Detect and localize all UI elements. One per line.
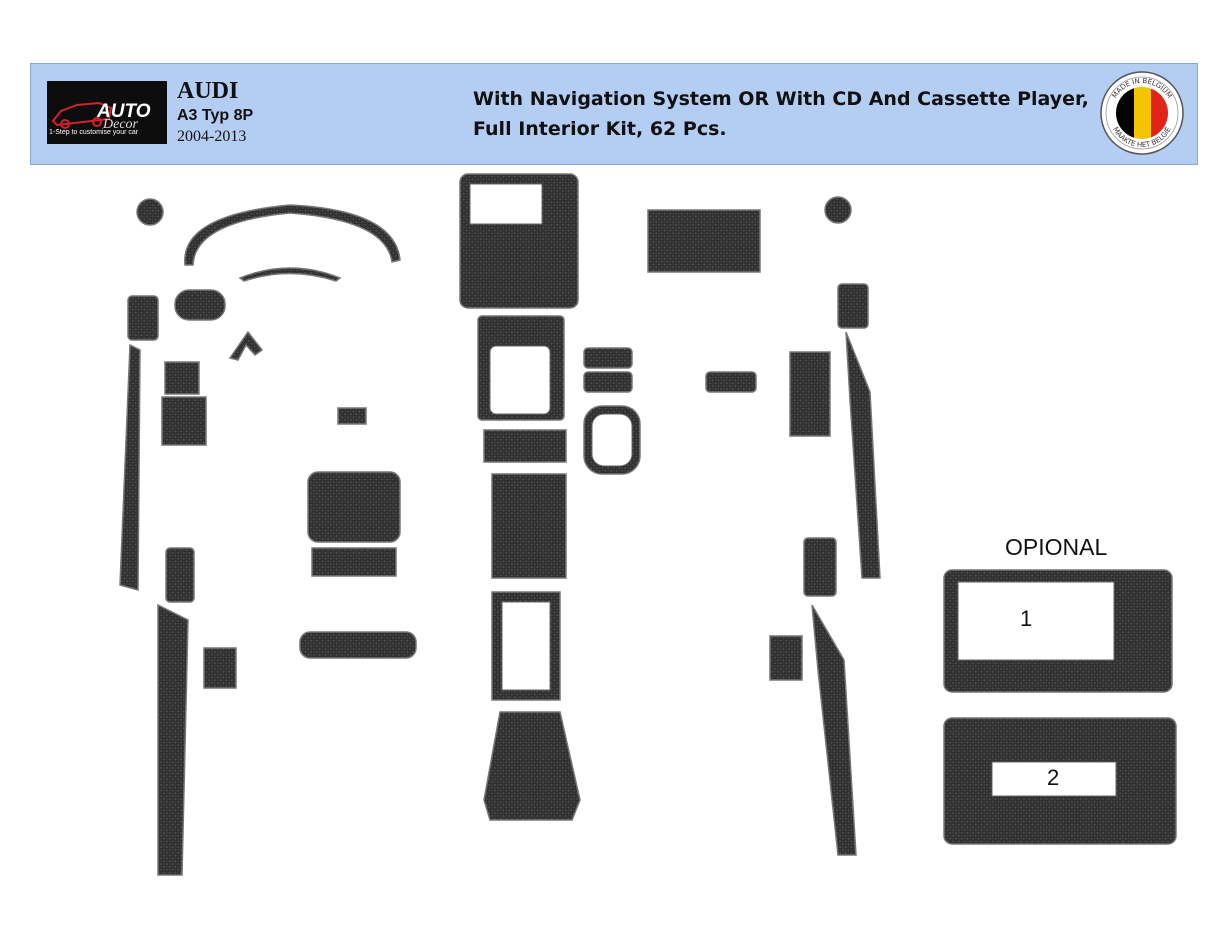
console-rear <box>483 711 581 821</box>
header-banner: AUTO Decor 1-Step to customise your car … <box>30 63 1198 165</box>
window-switch-front-right <box>789 351 831 437</box>
door-strip-rear-right <box>811 604 857 856</box>
gear-ring-opening <box>591 413 633 467</box>
logo-tagline: 1-Step to customise your car <box>49 129 139 136</box>
climate-panel <box>307 471 401 543</box>
window-switch-front-left <box>161 396 207 446</box>
window-switch-rear-right <box>769 635 803 681</box>
console-small-strip <box>483 429 567 463</box>
optional-label-2: 2 <box>1047 765 1060 790</box>
tray-opening <box>501 601 551 691</box>
optional-nav-screen-opening <box>957 581 1115 661</box>
small-trim-c <box>705 371 757 393</box>
shifter-opening <box>489 345 551 415</box>
door-handle-rear-left <box>165 547 195 603</box>
product-description-line1: With Navigation System OR With CD And Ca… <box>473 88 1089 110</box>
window-switch-rear-left <box>203 647 237 689</box>
small-switch-trim <box>337 407 367 425</box>
made-in-belgium-badge: MADE IN BELGIUM MAAKTE HET BELGIË <box>1100 71 1184 155</box>
car-model: A3 Typ 8P <box>177 107 254 124</box>
door-handle-front-left <box>127 295 159 341</box>
door-strip-front-left <box>119 343 141 591</box>
logo-word: AUTO <box>97 101 151 122</box>
small-trim-a <box>583 347 633 369</box>
car-silhouette-icon <box>51 101 113 129</box>
nav-screen-opening <box>469 183 543 225</box>
small-triangle-trim <box>228 330 264 361</box>
door-strip-rear-left <box>157 603 189 876</box>
logo-sub: Decor <box>103 117 138 132</box>
radio-cd-panel <box>647 209 761 273</box>
optional-label-1: 1 <box>1020 606 1033 631</box>
light-switch-panel <box>174 289 226 321</box>
door-strip-front-right <box>845 331 881 579</box>
door-handle-rear-right <box>803 537 837 597</box>
optional-title: OPIONAL <box>1005 534 1108 560</box>
cluster-hood <box>184 204 401 266</box>
climate-lower-trim <box>311 547 397 577</box>
car-years: 2004-2013 <box>177 128 247 145</box>
vent-right-icon <box>824 196 852 224</box>
window-switch-front-left-top <box>164 361 200 395</box>
cluster-lower <box>238 267 342 282</box>
optional-cd-opening <box>991 761 1117 797</box>
vent-left-icon <box>136 198 164 226</box>
small-trim-b <box>583 371 633 393</box>
dial-trim-row <box>299 631 417 659</box>
console-cupholder <box>491 473 567 579</box>
car-make: AUDI <box>177 78 239 104</box>
product-description-line2: Full Interior Kit, 62 Pcs. <box>473 118 727 140</box>
brand-logo: AUTO Decor 1-Step to customise your car <box>47 81 167 144</box>
door-handle-front-right <box>837 283 869 329</box>
